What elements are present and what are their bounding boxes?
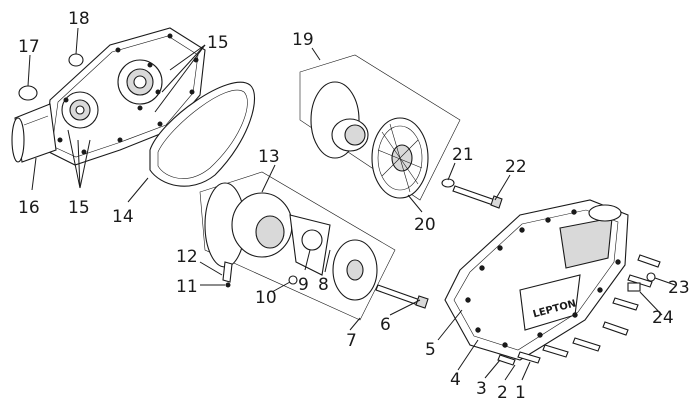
callout-23: 23 [668, 278, 690, 298]
callout-16: 16 [18, 198, 40, 218]
callout-22: 22 [505, 157, 527, 177]
o-ring-17 [18, 85, 38, 101]
callout-19: 19 [292, 30, 314, 50]
callout-10: 10 [255, 288, 277, 308]
callout-3: 3 [476, 379, 487, 399]
outer-cover: LEPTON [444, 199, 629, 361]
callout-18: 18 [68, 9, 90, 29]
callout-7: 7 [346, 331, 357, 351]
drive-belt [149, 81, 256, 187]
callout-14: 14 [112, 207, 134, 227]
callout-11: 11 [176, 277, 198, 297]
callout-9: 9 [298, 275, 309, 295]
callout-20: 20 [414, 215, 436, 235]
leader-lines [27, 27, 676, 381]
driven-pulley-group [299, 54, 503, 209]
callout-13: 13 [258, 147, 280, 167]
cover-fasteners [497, 254, 661, 366]
air-duct [11, 103, 57, 163]
callout-4: 4 [450, 370, 461, 390]
callout-5: 5 [425, 340, 436, 360]
callout-2: 2 [497, 383, 508, 403]
callout-12: 12 [176, 247, 198, 267]
callout-24: 24 [652, 308, 674, 328]
callout-17: 17 [18, 37, 40, 57]
callout-labels: 17 18 15 15 16 14 19 13 21 22 20 12 11 1… [18, 9, 690, 403]
callout-8: 8 [318, 275, 329, 295]
callout-15-bottom: 15 [68, 198, 90, 218]
o-ring-18 [68, 53, 84, 67]
drive-pulley-group [199, 171, 429, 321]
callout-21: 21 [452, 145, 474, 165]
callout-15-top: 15 [207, 33, 229, 53]
callout-1: 1 [515, 383, 526, 403]
callout-6: 6 [380, 315, 391, 335]
